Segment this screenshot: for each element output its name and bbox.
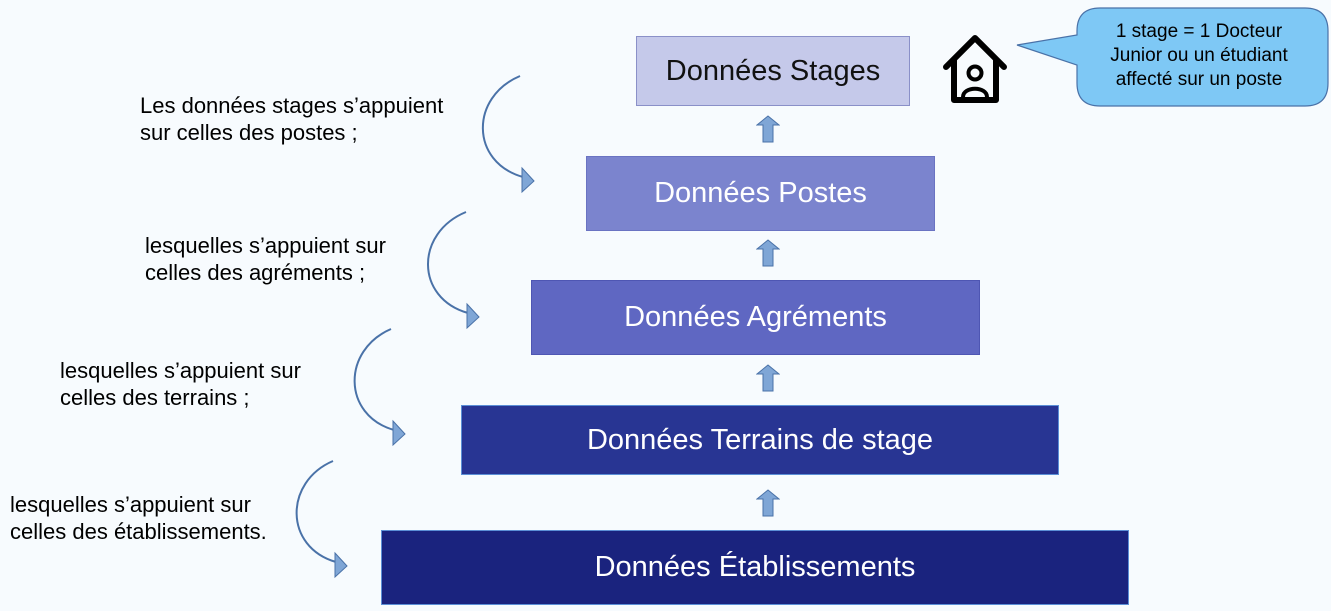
note-postes-agrements: lesquelles s’appuient sur celles des agr… <box>145 233 386 285</box>
up-arrow-icon <box>756 489 780 517</box>
curved-arrow-icon <box>353 328 406 447</box>
house-person-icon <box>943 35 1007 103</box>
note-agrements-terrains: lesquelles s’appuient sur celles des ter… <box>60 358 301 410</box>
callout-text: 1 stage = 1 Docteur Junior ou un étudian… <box>1110 21 1288 90</box>
layer-donnees-terrains: Données Terrains de stage <box>461 405 1059 475</box>
curved-arrow-icon <box>295 460 348 579</box>
note-terrains-etablissements: lesquelles s’appuient sur celles des éta… <box>10 492 267 544</box>
up-arrow-icon <box>756 364 780 392</box>
note-stages-postes: Les données stages s’appuient sur celles… <box>140 93 444 145</box>
curved-arrow-icon <box>481 75 535 194</box>
callout-bubble <box>1016 7 1329 107</box>
curved-arrow-icon <box>427 211 480 330</box>
up-arrow-icon <box>756 239 780 267</box>
layer-donnees-stages: Données Stages <box>636 36 910 106</box>
layer-donnees-postes: Données Postes <box>586 156 935 231</box>
layer-donnees-agrements: Données Agréments <box>531 280 980 355</box>
layer-donnees-etablissements: Données Établissements <box>381 530 1129 605</box>
up-arrow-icon <box>756 115 780 143</box>
